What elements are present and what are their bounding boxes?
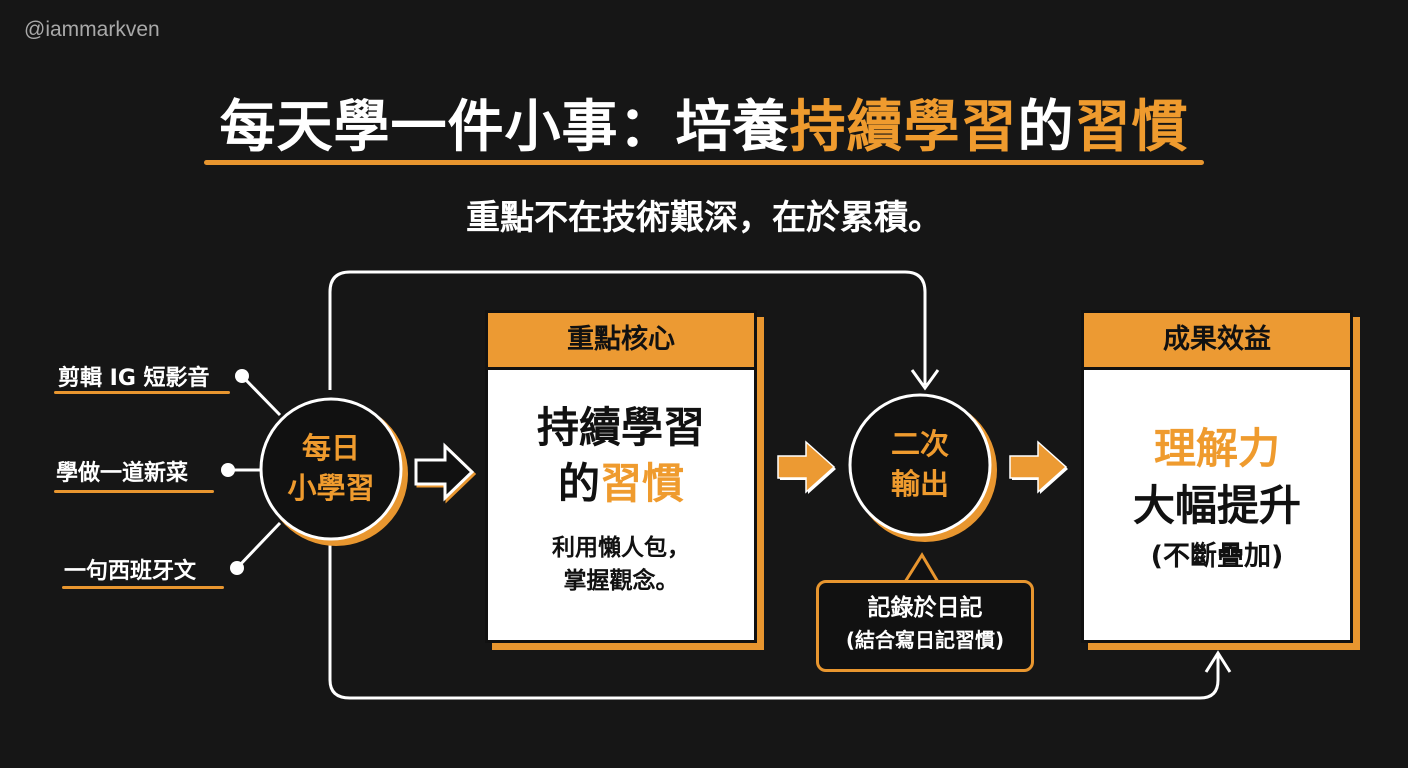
start-node: 每日 小學習 xyxy=(261,428,401,508)
top-loop-arrowhead-icon xyxy=(910,369,940,391)
output-callout: 記錄於日記 (結合寫日記習慣) xyxy=(816,580,1034,672)
title-highlight-2: 習慣 xyxy=(1074,95,1189,160)
output-node-line-1: 二次 xyxy=(890,427,949,461)
output-node: 二次 輸出 xyxy=(850,424,990,504)
core-card-header: 重點核心 xyxy=(488,313,754,370)
result-highlight: 理解力 xyxy=(1153,424,1280,473)
source-dot-1 xyxy=(235,369,249,383)
arrow-outline-icon xyxy=(414,442,475,502)
start-node-line-2: 小學習 xyxy=(287,471,375,505)
arrow-right-icon xyxy=(1009,440,1068,494)
source-label-3: 一句西班牙文 xyxy=(64,559,197,584)
core-card: 重點核心 持續學習 的習慣 利用懶人包， 掌握觀念。 xyxy=(485,310,757,643)
source-label-1: 剪輯 IG 短影音 xyxy=(58,366,210,391)
watermark: @iammarkven xyxy=(24,18,160,41)
result-note: (不斷疊加) xyxy=(1150,541,1284,572)
top-loop-line xyxy=(328,270,927,390)
source-underline xyxy=(54,391,230,394)
title-part-2: 的 xyxy=(1017,95,1075,160)
source-label-2: 學做一道新菜 xyxy=(56,461,189,486)
page-title: 每天學一件小事：培養持續學習的習慣 xyxy=(0,82,1408,163)
core-highlight: 習慣 xyxy=(600,459,685,508)
callout-line-1: 記錄於日記 xyxy=(867,595,983,621)
result-card: 成果效益 理解力 大幅提升 (不斷疊加) xyxy=(1081,310,1353,643)
start-circle xyxy=(259,397,403,541)
title-part-1: 每天學一件小事：培養 xyxy=(219,95,790,160)
result-main: 大幅提升 xyxy=(1132,481,1301,530)
core-detail-1: 利用懶人包， xyxy=(552,535,690,561)
core-main-line-1: 持續學習 xyxy=(536,403,705,452)
source-underline xyxy=(54,490,214,493)
title-underline xyxy=(204,160,1204,165)
bottom-loop-line xyxy=(328,545,1220,700)
source-underline xyxy=(62,586,224,589)
arrow-right-icon xyxy=(777,440,836,494)
output-node-line-2: 輸出 xyxy=(890,467,949,501)
result-card-header: 成果效益 xyxy=(1084,313,1350,370)
callout-line-2: (結合寫日記習慣) xyxy=(845,628,1005,652)
bottom-loop-arrowhead-icon xyxy=(1204,650,1232,673)
title-highlight-1: 持續學習 xyxy=(789,95,1018,160)
output-circle xyxy=(848,393,992,537)
core-detail-2: 掌握觀念。 xyxy=(563,568,679,594)
source-dot-2 xyxy=(221,463,235,477)
subtitle: 重點不在技術艱深，在於累積。 xyxy=(466,198,942,238)
core-main-line-2: 的習慣 xyxy=(557,459,685,508)
source-dot-3 xyxy=(230,561,244,575)
start-node-line-1: 每日 xyxy=(301,431,360,465)
